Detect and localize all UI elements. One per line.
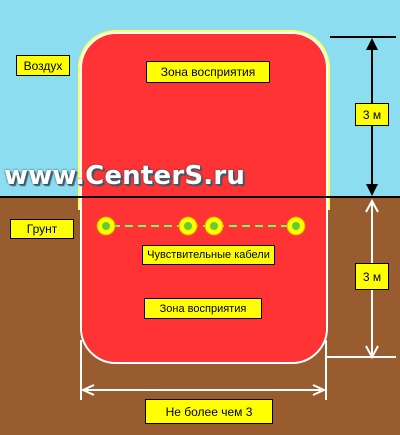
width-arrow-left <box>80 384 95 396</box>
sensor-1 <box>96 216 116 236</box>
watermark: www.CenterS.ru <box>4 161 246 191</box>
sensor-3 <box>204 216 224 236</box>
zone-outline-top <box>78 30 330 210</box>
width-label: Не более чем 3 <box>145 399 273 424</box>
depth-arrow-top <box>365 198 379 213</box>
height-arrow-bottom <box>366 184 378 196</box>
ground-surface-line <box>0 196 400 198</box>
air-label: Воздух <box>16 55 70 76</box>
ground-label: Грунт <box>10 219 74 239</box>
height-above-label: 3 м <box>355 103 389 126</box>
zone-label-top: Зона восприятия <box>146 61 270 83</box>
depth-below-label: 3 м <box>355 263 389 290</box>
cables-label: Чувствительные кабели <box>142 245 275 265</box>
sensor-2 <box>178 216 198 236</box>
zone-label-bottom: Зона восприятия <box>144 298 262 319</box>
width-arrow-right <box>312 384 327 396</box>
sensor-4 <box>286 216 306 236</box>
height-arrow-top <box>366 38 378 50</box>
